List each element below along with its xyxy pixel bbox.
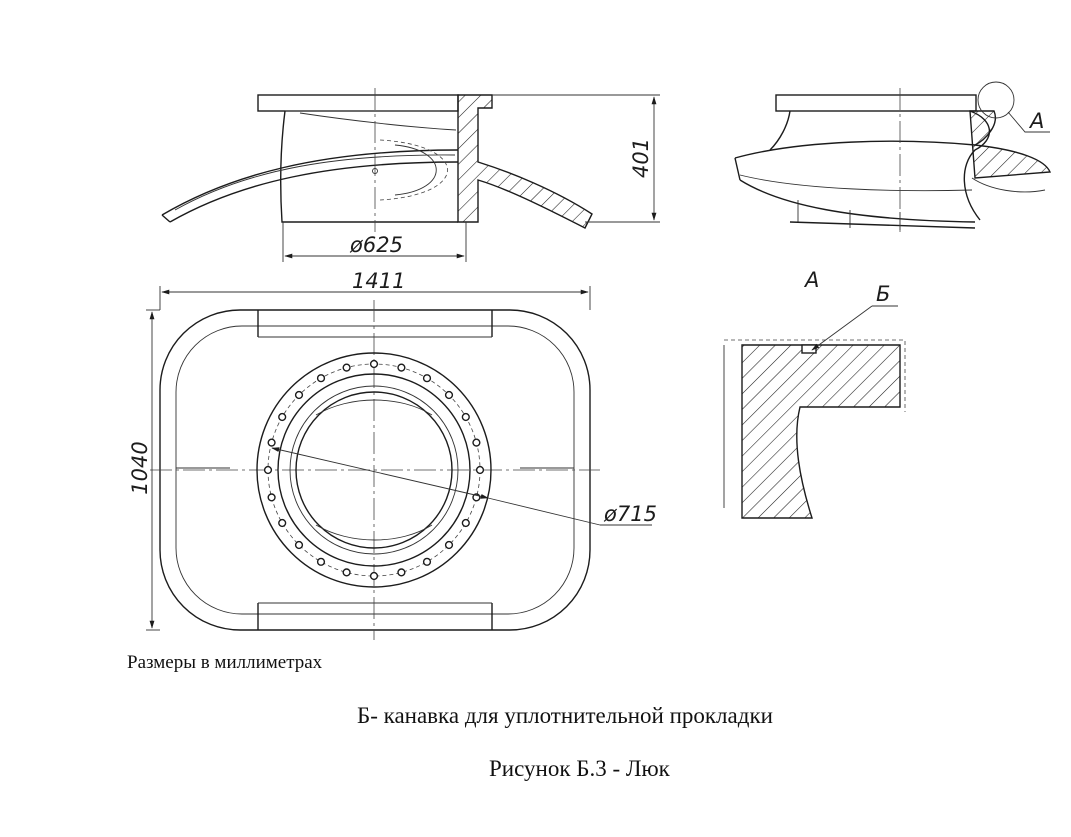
figure-caption: Рисунок Б.3 - Люк (489, 756, 670, 781)
bolt-hole (342, 363, 351, 372)
bolt-circle-diameter-dimension: ø715 (603, 502, 657, 526)
bolt-hole (267, 493, 276, 502)
bolt-hole (422, 557, 432, 566)
bolt-hole (267, 438, 276, 447)
detail-view-a: А Б (723, 268, 906, 519)
bolt-hole (263, 465, 273, 475)
bolt-hole (397, 568, 406, 577)
bolt-hole (461, 412, 470, 422)
bolt-hole (369, 571, 379, 581)
overall-height-dimension: 1040 (128, 441, 152, 494)
bolt-hole (461, 518, 470, 528)
detail-callout-label: А (1028, 109, 1044, 133)
groove-callout-label: Б (876, 282, 890, 306)
overall-width-dimension: 1411 (352, 269, 405, 293)
bolt-hole (342, 568, 351, 577)
bolt-hole (472, 438, 481, 447)
height-dimension: 401 (629, 138, 653, 178)
bolt-hole (316, 557, 326, 566)
bolt-hole (278, 412, 287, 422)
flange-diameter-dimension: ø625 (349, 233, 403, 257)
groove-legend-note: Б- канавка для уплотнительной прокладки (357, 703, 773, 728)
bolt-hole (397, 363, 406, 372)
bolt-hole (444, 540, 454, 550)
bolt-hole (369, 359, 379, 369)
bolt-hole (422, 374, 432, 383)
bolt-hole (294, 540, 304, 550)
bolt-hole (294, 390, 304, 400)
bolt-hole (444, 390, 454, 400)
detail-view-title: А (803, 268, 819, 292)
plan-view: ø715 1411 1040 (128, 269, 657, 640)
bolt-hole (316, 374, 326, 383)
front-section-view: 401 ø625 (161, 88, 660, 262)
bolt-holes (263, 359, 485, 581)
units-note: Размеры в миллиметрах (127, 652, 323, 673)
end-view: А (734, 81, 1052, 232)
bolt-hole (278, 518, 287, 528)
bolt-hole (475, 465, 485, 475)
